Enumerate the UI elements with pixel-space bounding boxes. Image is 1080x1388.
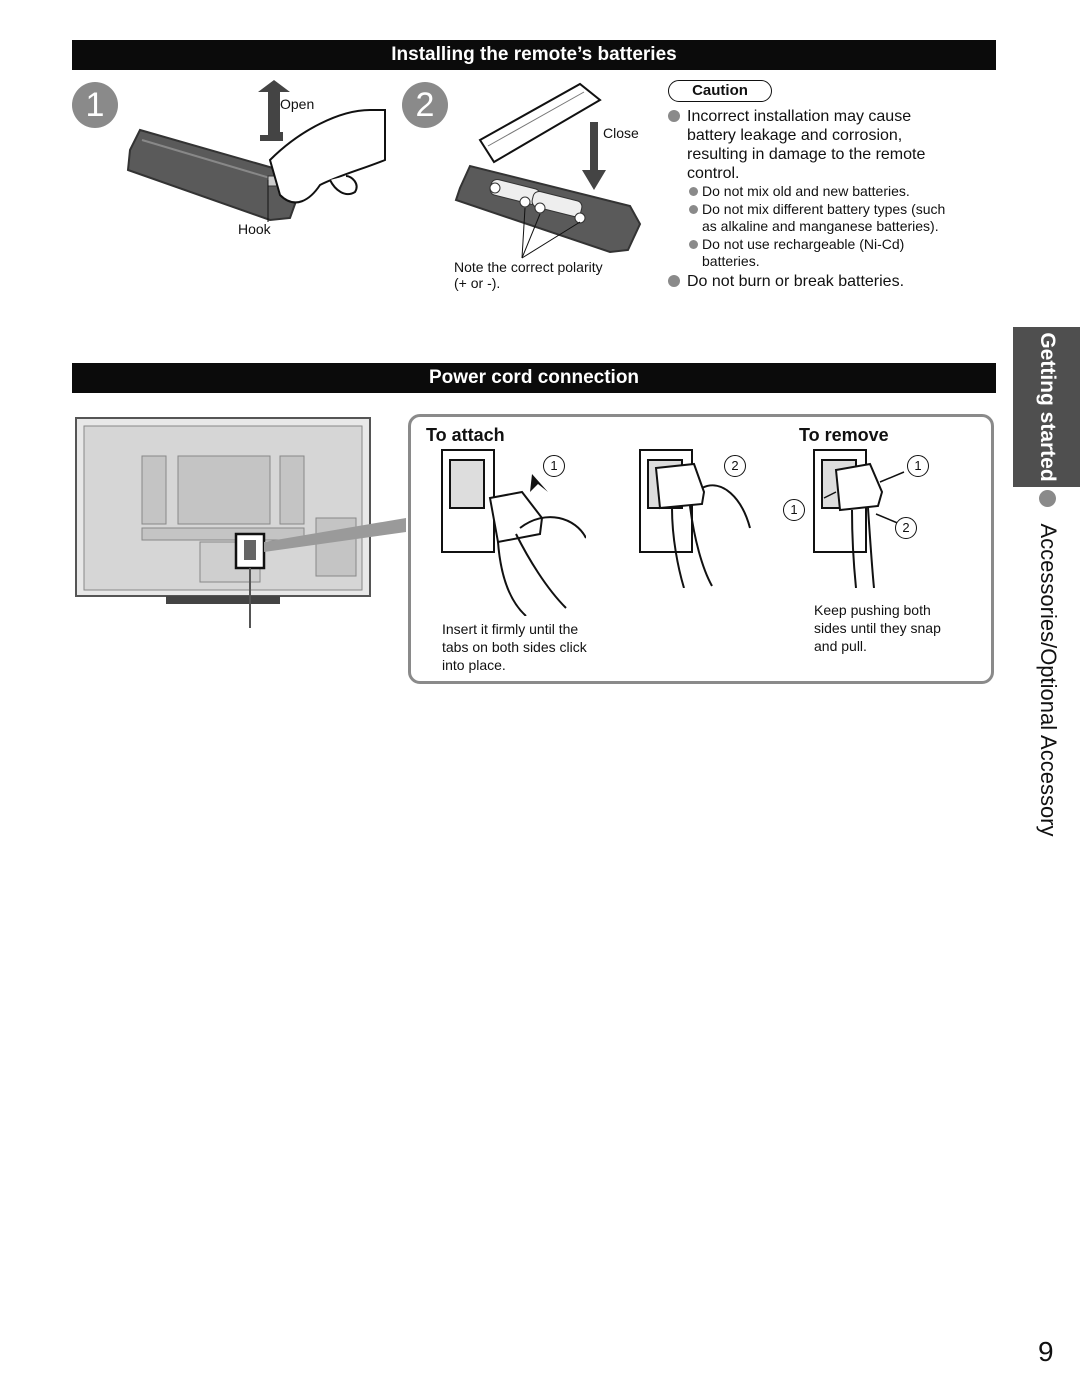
polarity-note-2: (+ or -).	[454, 275, 501, 291]
remote-open-illustration	[126, 80, 386, 222]
side-tab-label: Getting started	[1035, 332, 1059, 482]
bullet-dot-icon	[668, 275, 680, 287]
section-header-power-cord: Power cord connection	[72, 363, 996, 393]
down-arrow-icon	[582, 122, 606, 190]
attach-step-1: 1	[543, 455, 565, 477]
page-number: 9	[1038, 1336, 1054, 1367]
caution-sub-1-text: Do not mix old and new batteries.	[702, 183, 910, 199]
caution-main-line-4: control.	[687, 165, 740, 182]
to-attach-heading: To attach	[426, 425, 505, 445]
side-tab-getting-started: Getting started	[1013, 327, 1080, 487]
side-section-title: Accessories/Optional Accessory	[1036, 523, 1061, 837]
open-label: Open	[280, 96, 315, 112]
section-header-batteries: Installing the remote’s batteries	[72, 40, 996, 70]
remote-close-illustration	[454, 82, 642, 259]
remove-caption-line-1: Keep pushing both	[814, 602, 931, 618]
remove-plug-illustration	[813, 449, 905, 588]
caution-sub-2-line-2: as alkaline and manganese batteries).	[702, 218, 939, 234]
caution-badge: Caution	[668, 80, 772, 102]
polarity-note-1: Note the correct polarity	[454, 259, 603, 275]
caution-sub-1: Do not mix old and new batteries.	[689, 183, 910, 200]
remove-step-1-right: 1	[907, 455, 929, 477]
step-2-badge: 2	[402, 82, 448, 128]
tv-back-illustration	[75, 417, 406, 628]
caution-last-text: Do not burn or break batteries.	[687, 273, 905, 290]
caution-main-line-2: battery leakage and corrosion,	[687, 127, 903, 144]
bullet-dot-icon	[668, 110, 680, 122]
caution-sub-3: Do not use rechargeable (Ni-Cd) batterie…	[689, 236, 905, 270]
close-label: Close	[603, 125, 639, 141]
to-remove-heading: To remove	[799, 425, 889, 445]
bullet-dot-icon	[689, 240, 698, 249]
attach-caption-line-2: tabs on both sides click	[442, 639, 587, 655]
remove-step-2: 2	[895, 517, 917, 539]
caution-main-bullet: Incorrect installation may cause battery…	[668, 107, 926, 183]
up-arrow-icon	[258, 80, 290, 138]
power-cord-panel	[408, 414, 994, 684]
caution-sub-3-line-1: Do not use rechargeable (Ni-Cd)	[702, 236, 905, 252]
attach-caption-line-1: Insert it firmly until the	[442, 621, 579, 637]
bullet-dot-icon	[689, 205, 698, 214]
caution-last-bullet: Do not burn or break batteries.	[668, 272, 905, 291]
bullet-dot-icon	[689, 187, 698, 196]
attach-plug-illustration	[441, 449, 586, 616]
caution-main-line-1: Incorrect installation may cause	[687, 108, 912, 125]
step-1-badge: 1	[72, 82, 118, 128]
caution-sub-2: Do not mix different battery types (such…	[689, 201, 946, 235]
remove-caption: Keep pushing both sides until they snap …	[814, 601, 941, 655]
remove-caption-line-2: sides until they snap	[814, 620, 941, 636]
insert-arrow-icon	[530, 474, 548, 492]
attach-plug-seated-illustration	[639, 449, 751, 588]
caution-sub-3-line-2: batteries.	[702, 253, 760, 269]
caution-main-line-3: resulting in damage to the remote	[687, 146, 926, 163]
remove-step-1-left: 1	[783, 499, 805, 521]
caution-sub-2-line-1: Do not mix different battery types (such	[702, 201, 946, 217]
attach-caption-line-3: into place.	[442, 657, 506, 673]
hook-label: Hook	[238, 221, 271, 237]
side-bullet-icon	[1039, 490, 1056, 507]
attach-step-2: 2	[724, 455, 746, 477]
attach-caption: Insert it firmly until the tabs on both …	[442, 620, 587, 674]
remove-caption-line-3: and pull.	[814, 638, 867, 654]
